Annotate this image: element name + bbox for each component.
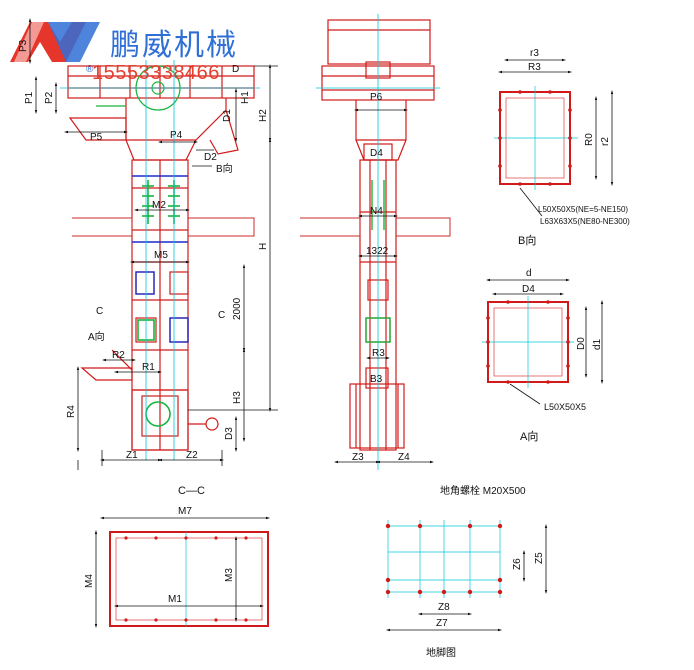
dim-r0: R0 <box>584 133 595 146</box>
section-cc: C—C M7 M4 M3 M1 <box>84 485 270 628</box>
dim-z6: Z6 <box>512 558 523 570</box>
dim-p3: P3 <box>18 39 29 52</box>
dim-h: H <box>258 243 269 250</box>
dim-h3: H3 <box>232 391 243 404</box>
dim-d4-a: D4 <box>522 284 535 295</box>
front-view-labels: P3 P1 P2 P5 P4 D1 D H1 H2 D2 B向 M2 M5 H … <box>18 39 269 461</box>
a-direction-note: L50X50X5 <box>544 402 586 412</box>
dim-r1: R1 <box>142 362 155 373</box>
dim-d2: D2 <box>204 152 217 163</box>
dim-z2: Z2 <box>186 450 198 461</box>
b-direction-note-1: L50X50X5(NE=5-NE150) <box>538 205 628 214</box>
dim-r3: R3 <box>372 348 385 359</box>
dim-2000: 2000 <box>232 297 243 320</box>
dim-m3: M3 <box>224 568 235 582</box>
dim-m1: M1 <box>168 594 182 605</box>
dim-d0: D0 <box>576 337 587 350</box>
a-view-label: A向 <box>88 330 105 343</box>
dim-z1: Z1 <box>126 450 138 461</box>
dim-z7: Z7 <box>436 618 448 629</box>
company-name: 鹏威机械 <box>110 28 238 63</box>
anchor-plan-title: 地角螺栓 M20X500 <box>440 484 526 497</box>
dim-d1-small: d1 <box>592 338 603 350</box>
dim-r2-small: r2 <box>600 137 611 146</box>
registered-mark: ® <box>86 64 94 75</box>
dim-d3: D3 <box>224 427 235 440</box>
section-c-right: C <box>218 310 225 321</box>
dim-r4: R4 <box>66 405 77 418</box>
side-view-labels: P6 D4 N4 1322 R3 B3 Z3 Z4 <box>352 92 410 463</box>
dim-r3-large: R3 <box>528 62 541 73</box>
side-view-highlights <box>365 180 391 343</box>
anchor-plan: 地角螺栓 M20X500 <box>385 484 548 659</box>
dim-m7: M7 <box>178 506 192 517</box>
dim-b3: B3 <box>370 374 383 385</box>
dim-n3: 1322 <box>366 246 389 257</box>
a-direction-caption: A向 <box>520 429 538 443</box>
dim-p5: P5 <box>90 132 103 143</box>
dim-p6: P6 <box>370 92 383 103</box>
dim-p4: P4 <box>170 130 183 141</box>
b-direction-caption: B向 <box>518 233 536 247</box>
dim-m4: M4 <box>84 574 95 588</box>
side-view-dimensions <box>334 108 434 464</box>
dim-h2: H2 <box>258 109 269 122</box>
front-view-floor <box>72 217 255 237</box>
dim-z4: Z4 <box>398 452 410 463</box>
dim-n4: N4 <box>370 206 383 217</box>
b-direction-note-2: L63X63X5(NE80-NE300) <box>540 217 630 226</box>
dim-z3: Z3 <box>352 452 364 463</box>
dim-p2: P2 <box>44 91 55 104</box>
front-view-dimensions <box>28 18 278 470</box>
dim-d-small: d <box>526 268 532 279</box>
side-view-centerlines <box>316 14 440 470</box>
dim-h1: H1 <box>240 91 251 104</box>
b-direction-detail: r3 R3 R0 r2 L50X50X5(NE=5-NE150) L63X63X… <box>494 48 630 247</box>
section-c-left: C <box>96 306 103 317</box>
company-phone: 15553338466 <box>92 62 220 84</box>
front-view-inner-highlights <box>132 175 189 343</box>
dim-z8: Z8 <box>438 602 450 613</box>
a-direction-detail: d D4 D0 d1 L50X50X5 A向 <box>482 268 604 443</box>
b-view-label: B向 <box>216 162 233 175</box>
dim-d: D <box>232 64 239 75</box>
anchor-plan-caption: 地脚图 <box>426 646 456 659</box>
dim-m5: M5 <box>154 250 168 261</box>
side-view-floor <box>300 217 451 237</box>
dim-m2: M2 <box>152 200 166 211</box>
dim-p1: P1 <box>24 91 35 104</box>
dim-d1: D1 <box>222 109 233 122</box>
dim-d4: D4 <box>370 148 383 159</box>
dim-r3-small: r3 <box>530 48 539 59</box>
section-cc-title: C—C <box>178 485 205 497</box>
dim-r2: R2 <box>112 350 125 361</box>
dim-z5: Z5 <box>534 552 545 564</box>
front-view-centerlines <box>60 60 260 460</box>
